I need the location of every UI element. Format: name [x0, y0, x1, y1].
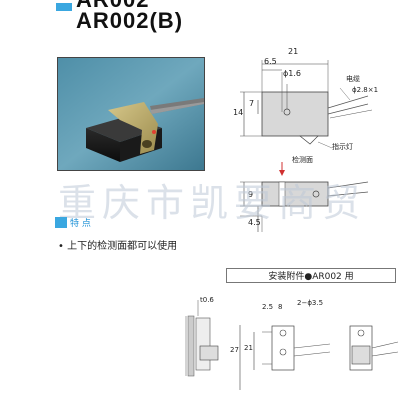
dim-hole: ϕ1.6: [283, 69, 301, 78]
features-heading-text: 特 点: [70, 219, 91, 229]
watermark-text: 重庆市凯要商贸: [58, 181, 367, 225]
heading-square-icon: [55, 217, 67, 228]
dim-inner: 7: [249, 99, 255, 108]
dim-width: 21: [288, 47, 299, 56]
dim-d2: 8: [278, 303, 283, 311]
dim-height: 14: [233, 108, 244, 117]
bracket-front: [271, 325, 295, 371]
sensing-face-label: 检测面: [292, 156, 313, 164]
sensing-arrow: [279, 170, 285, 176]
side-view-body: [261, 181, 329, 207]
cable-label: 电缆: [346, 75, 360, 83]
model-title-top: AR002: [76, 0, 149, 13]
feature-bullet: • 上下的检测面都可以使用: [58, 241, 178, 252]
model-title: AR002(B): [76, 8, 184, 33]
product-photo-image: [58, 58, 204, 170]
features-heading: 特 点: [55, 216, 91, 229]
indicator-label: 指示灯: [332, 143, 353, 151]
cable-dia: ϕ2.8×1: [352, 86, 379, 94]
dim-holes: 2−ϕ3.5: [297, 299, 324, 307]
dim-side-bottom: 4.5: [248, 218, 261, 227]
dim-h2: 21: [244, 344, 253, 352]
dim-offset: 6.5: [264, 57, 277, 66]
dim-h1: 27: [230, 346, 239, 354]
top-view-body: [261, 91, 329, 137]
indicator-tab: [299, 135, 319, 145]
dim-d1: 2.5: [262, 303, 274, 311]
product-photo: [57, 57, 205, 171]
accessory-header: 安装附件●AR002 用: [226, 268, 396, 283]
dim-side-height: 9: [248, 190, 254, 199]
title-accent-bar: [56, 3, 72, 11]
dim-thickness: t0.6: [200, 296, 214, 304]
